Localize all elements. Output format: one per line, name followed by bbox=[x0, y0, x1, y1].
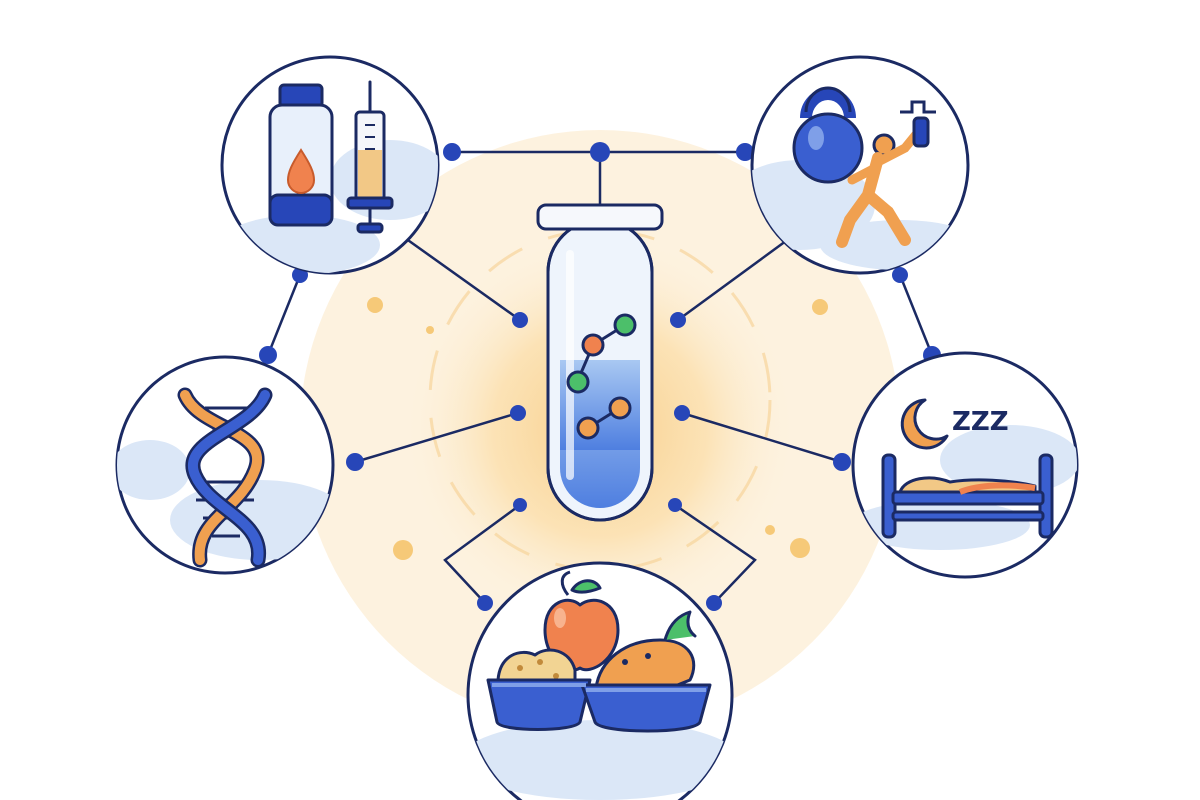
connector-exercise bbox=[677, 236, 791, 322]
node-diet bbox=[466, 561, 734, 800]
node-sleep: ZZZ bbox=[851, 351, 1079, 579]
node-medication bbox=[220, 55, 440, 275]
connector-diet-right bbox=[674, 503, 757, 604]
connector-medication-genetics bbox=[266, 274, 302, 356]
connector-diet-left bbox=[443, 503, 521, 604]
sleep-bed-moon-icon: ZZZ bbox=[881, 398, 1054, 539]
connectors bbox=[266, 150, 934, 604]
dna-helix-icon bbox=[177, 387, 273, 568]
connector-sleep bbox=[681, 411, 843, 464]
sleep-zzz-text: ZZZ bbox=[952, 407, 1009, 437]
connector-dots bbox=[259, 142, 941, 611]
test-tube-icon bbox=[536, 203, 664, 522]
connector-exercise-sleep bbox=[898, 274, 934, 356]
node-genetics bbox=[115, 355, 335, 575]
food-bowls-icon bbox=[486, 570, 712, 733]
kettlebell-and-exercising-person-icon bbox=[792, 86, 936, 248]
connector-genetics bbox=[354, 411, 519, 464]
connector-medication bbox=[404, 236, 521, 322]
medicine-bottle-and-syringe-icon bbox=[268, 80, 394, 234]
